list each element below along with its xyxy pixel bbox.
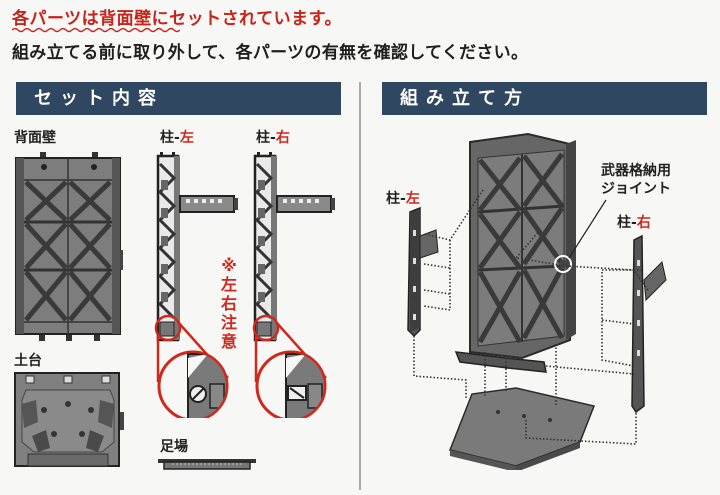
magnifier-callout-right: [246, 308, 336, 418]
weapon-joint-line1: 武器格納用: [601, 163, 671, 179]
caution-left-right: ※ 左 右 注 意: [219, 256, 239, 351]
caution-char: 意: [220, 332, 237, 351]
weapon-joint-line2: ジョイント: [601, 181, 671, 197]
assembly-label-pillar-left: 柱-左: [386, 188, 420, 208]
pillar-label-text: 柱-: [256, 130, 276, 146]
label-scaffold: 足場: [160, 439, 188, 455]
pillar-side-left: 左: [405, 191, 420, 207]
section-title-assembly: 組み立て方: [382, 82, 707, 115]
caution-mark: ※: [221, 256, 237, 275]
caution-char: 左: [220, 275, 237, 294]
pillar-label-text: 柱-: [160, 130, 180, 146]
assembly-diagram: [380, 130, 720, 470]
assembly-label-pillar-right: 柱-右: [617, 212, 651, 232]
section-title-set-contents: セット内容: [16, 82, 341, 115]
assembly-label-weapon-joint: 武器格納用 ジョイント: [601, 162, 671, 198]
pillar-side-left: 左: [179, 130, 194, 146]
column-divider: [359, 82, 361, 490]
label-base: 土台: [14, 353, 42, 369]
headline-notice: 各パーツは背面壁にセットされています。: [12, 9, 342, 29]
pillar-right-part-image: [247, 152, 347, 342]
label-back-wall: 背面壁: [14, 130, 56, 146]
pillar-side-right: 右: [636, 215, 651, 231]
label-pillar-left: 柱-左: [160, 127, 194, 147]
back-wall-part-image: [14, 152, 124, 342]
pillar-side-right: 右: [275, 130, 290, 146]
pillar-left-part-image: [150, 152, 250, 342]
scaffold-part-image: [158, 458, 258, 470]
base-part-image: [14, 372, 124, 468]
pillar-label-text: 柱-: [617, 215, 637, 231]
magnifier-callout-left: [148, 308, 238, 418]
label-pillar-right: 柱-右: [256, 127, 290, 147]
instruction-text: 組み立てる前に取り外して、各パーツの有無を確認してください。: [12, 43, 529, 63]
pillar-label-text: 柱-: [386, 191, 406, 207]
caution-char: 右: [220, 294, 237, 313]
caution-char: 注: [220, 313, 237, 332]
wavy-underline: [12, 27, 180, 33]
